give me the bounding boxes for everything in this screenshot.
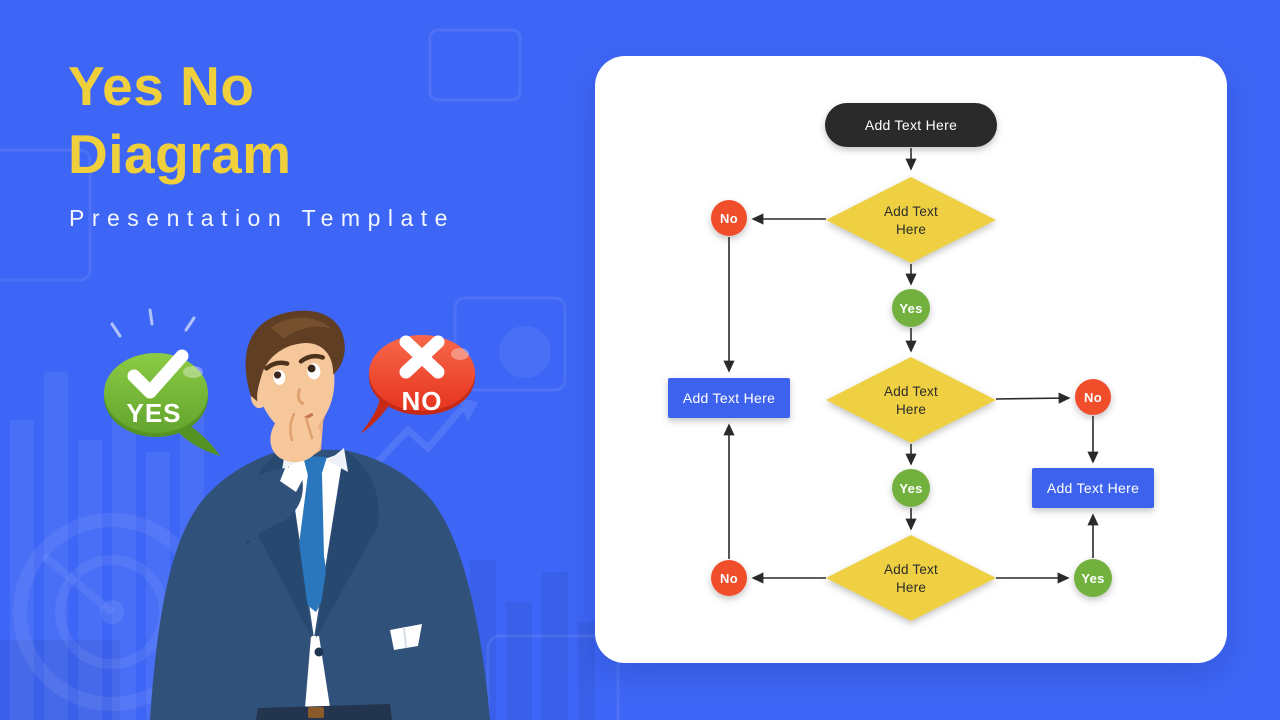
page-title: Yes No Diagram <box>68 52 292 188</box>
no-badge-2[interactable]: No <box>1075 379 1111 415</box>
action-box-1-label[interactable]: Add Text Here <box>683 390 775 406</box>
decision-1-line-1[interactable]: Add Text <box>884 204 938 219</box>
decision-node-2[interactable]: Add Text Here <box>826 357 996 443</box>
no-badge-3[interactable]: No <box>711 560 747 596</box>
left-panel: Yes No Diagram Presentation Template <box>0 0 595 720</box>
yes-badge-1-label[interactable]: Yes <box>899 301 922 316</box>
action-box-1[interactable]: Add Text Here <box>668 378 790 418</box>
title-line-1: Yes No <box>68 55 255 117</box>
background-dot <box>499 326 551 378</box>
no-bubble: NO <box>360 335 475 434</box>
yes-badge-2-label[interactable]: Yes <box>899 481 922 496</box>
decision-3-line-1[interactable]: Add Text <box>884 562 938 577</box>
start-node-label[interactable]: Add Text Here <box>865 117 957 133</box>
thinking-man-illustration: YES NO <box>104 308 490 720</box>
yes-badge-1[interactable]: Yes <box>892 289 930 327</box>
yes-bubble-label: YES <box>126 398 181 428</box>
yes-badge-3[interactable]: Yes <box>1074 559 1112 597</box>
title-line-2: Diagram <box>68 123 292 185</box>
check-icon <box>127 349 189 399</box>
background-trend-arrow <box>367 398 478 473</box>
decision-2-line-1[interactable]: Add Text <box>884 384 938 399</box>
action-box-2[interactable]: Add Text Here <box>1032 468 1154 508</box>
no-bubble-label: NO <box>402 386 443 416</box>
x-icon <box>399 335 445 379</box>
yes-badge-2[interactable]: Yes <box>892 469 930 507</box>
yes-badge-3-label[interactable]: Yes <box>1081 571 1104 586</box>
flowchart-card: Add Text Here Add Text Here Add Text Her… <box>595 56 1227 663</box>
yes-bubble: YES <box>104 308 220 456</box>
page-subtitle: Presentation Template <box>69 205 455 231</box>
decision-node-1[interactable]: Add Text Here <box>826 177 996 263</box>
no-badge-2-label[interactable]: No <box>1084 390 1102 405</box>
action-box-2-label[interactable]: Add Text Here <box>1047 480 1139 496</box>
man-head <box>245 310 345 435</box>
decision-2-line-2[interactable]: Here <box>896 402 926 417</box>
no-badge-1[interactable]: No <box>711 200 747 236</box>
decision-1-line-2[interactable]: Here <box>896 222 926 237</box>
spark-lines <box>110 308 196 338</box>
decision-node-3[interactable]: Add Text Here <box>826 535 996 621</box>
background-bar-chart-dark <box>0 560 595 720</box>
start-node[interactable]: Add Text Here <box>825 103 997 147</box>
connector-decision2-to-no2 <box>995 392 1071 404</box>
no-badge-1-label[interactable]: No <box>720 211 738 226</box>
flowchart: Add Text Here Add Text Here Add Text Her… <box>668 103 1154 621</box>
no-badge-3-label[interactable]: No <box>720 571 738 586</box>
flow-connectors <box>723 148 1099 584</box>
decision-3-line-2[interactable]: Here <box>896 580 926 595</box>
thinking-man <box>150 310 490 720</box>
